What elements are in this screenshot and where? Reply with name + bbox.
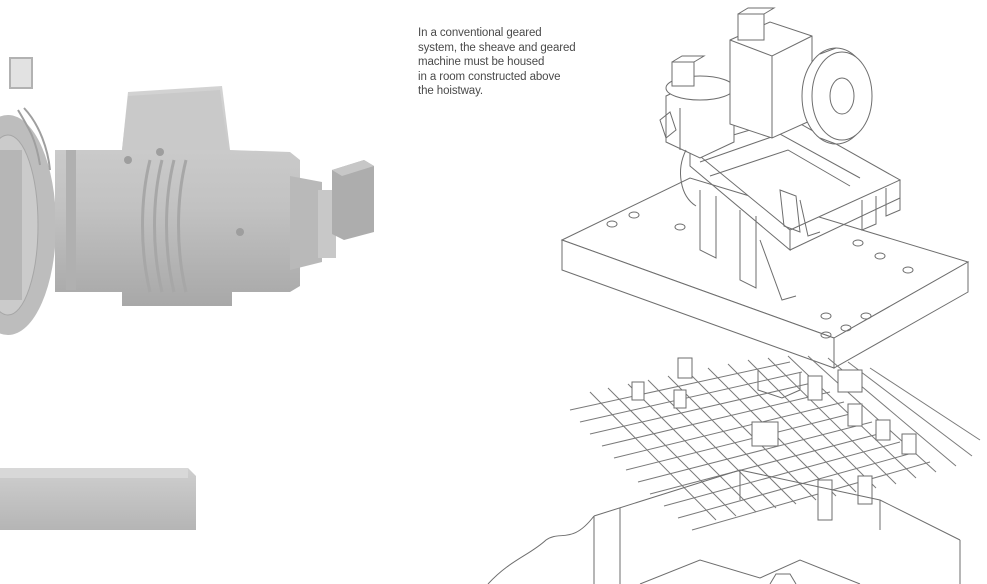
gearbox [729, 7, 813, 139]
caption-line: machine must be housed [418, 56, 545, 68]
caption: In a conventional geared system, the she… [418, 26, 688, 99]
caption-line: In a conventional geared [418, 27, 542, 39]
brake-drum [290, 176, 336, 270]
base-rail [0, 468, 196, 530]
encoder-box [332, 160, 374, 240]
geared-machine-photo [0, 57, 374, 530]
drive-motor [659, 55, 735, 159]
traction-sheave [801, 47, 873, 145]
hoistway-walls [487, 469, 961, 584]
caption-line: system, the sheave and geared [418, 41, 576, 54]
anchor-blocks [631, 357, 917, 521]
wiring [9, 57, 51, 171]
motor-housing [55, 86, 300, 306]
machine-slab [560, 177, 970, 399]
brake-assembly [680, 149, 801, 233]
caption-line: in a room constructed above [418, 70, 561, 83]
caption-line: the hoistway. [418, 85, 483, 97]
sheave-disc [0, 115, 56, 335]
